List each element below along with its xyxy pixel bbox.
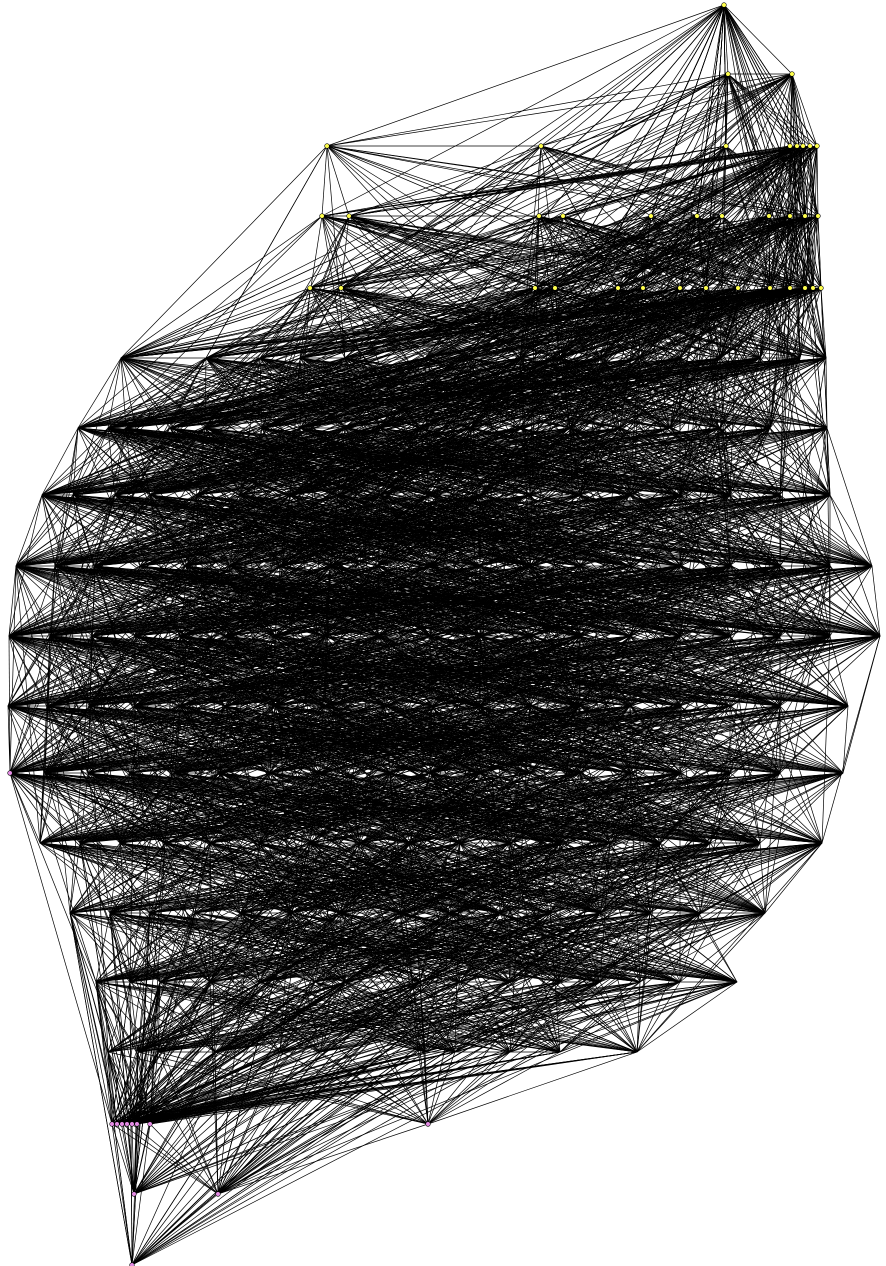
- layered-graph: [0, 0, 886, 1266]
